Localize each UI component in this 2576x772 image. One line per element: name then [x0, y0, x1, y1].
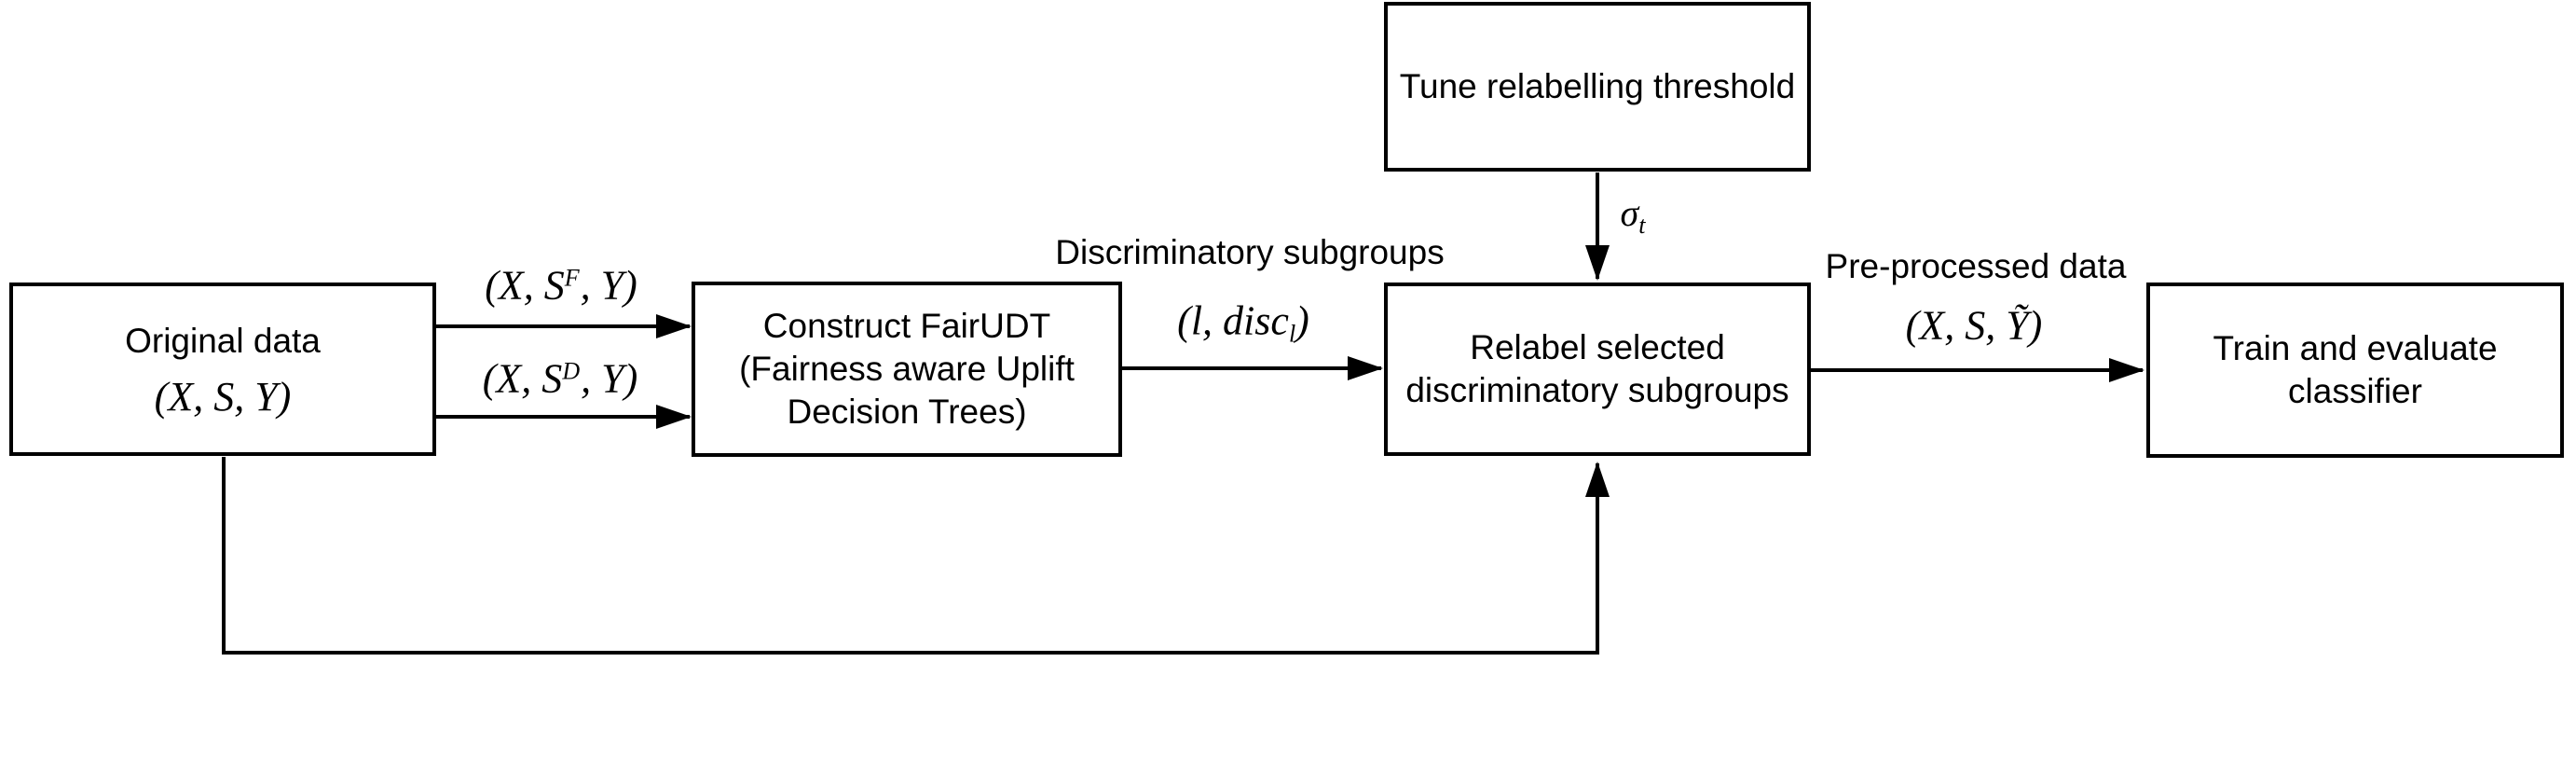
train-classifier-line2: classifier: [2288, 372, 2422, 410]
relabel-subgroups-line2: discriminatory subgroups: [1405, 371, 1789, 409]
construct-fairudt-line1: Construct FairUDT: [762, 307, 1051, 345]
disc-subscript: l: [1288, 320, 1296, 348]
original-data-tuple: (X, S, Y): [154, 374, 292, 420]
deprived-superscript: D: [562, 357, 582, 385]
relabel-subgroups-line1: Relabel selected: [1470, 328, 1725, 366]
favored-input-label: (X, SF, Y): [485, 262, 637, 309]
construct-fairudt-box: Construct FairUDT (Fairness aware Uplift…: [692, 282, 1122, 457]
arrow-feedback-original-to-relabel: [222, 457, 1610, 655]
favored-superscript: F: [564, 264, 581, 292]
preprocessed-tuple-label: (X, S, Ỹ): [1905, 302, 2043, 349]
construct-fairudt-line3: Decision Trees): [787, 393, 1027, 431]
deprived-input-label: (X, SD, Y): [482, 355, 638, 402]
original-data-title: Original data: [125, 322, 321, 360]
original-data-box: Original data (X, S, Y): [9, 283, 436, 456]
train-classifier-line1: Train and evaluate: [2213, 329, 2498, 367]
sigma-subscript: t: [1638, 212, 1646, 239]
preprocessed-caption: Pre-processed data: [1825, 247, 2127, 285]
sigma-threshold-label: σt: [1620, 192, 1646, 239]
disc-tuple-label: (l, discl): [1177, 297, 1309, 348]
construct-fairudt-line2: (Fairness aware Uplift: [739, 350, 1075, 388]
train-classifier-box: Train and evaluate classifier: [2146, 283, 2564, 458]
tune-threshold-title: Tune relabelling threshold: [1399, 67, 1796, 105]
relabel-subgroups-box: Relabel selected discriminatory subgroup…: [1384, 283, 1811, 456]
discriminatory-subgroups-caption: Discriminatory subgroups: [1055, 233, 1445, 271]
tune-threshold-box: Tune relabelling threshold: [1384, 2, 1811, 172]
